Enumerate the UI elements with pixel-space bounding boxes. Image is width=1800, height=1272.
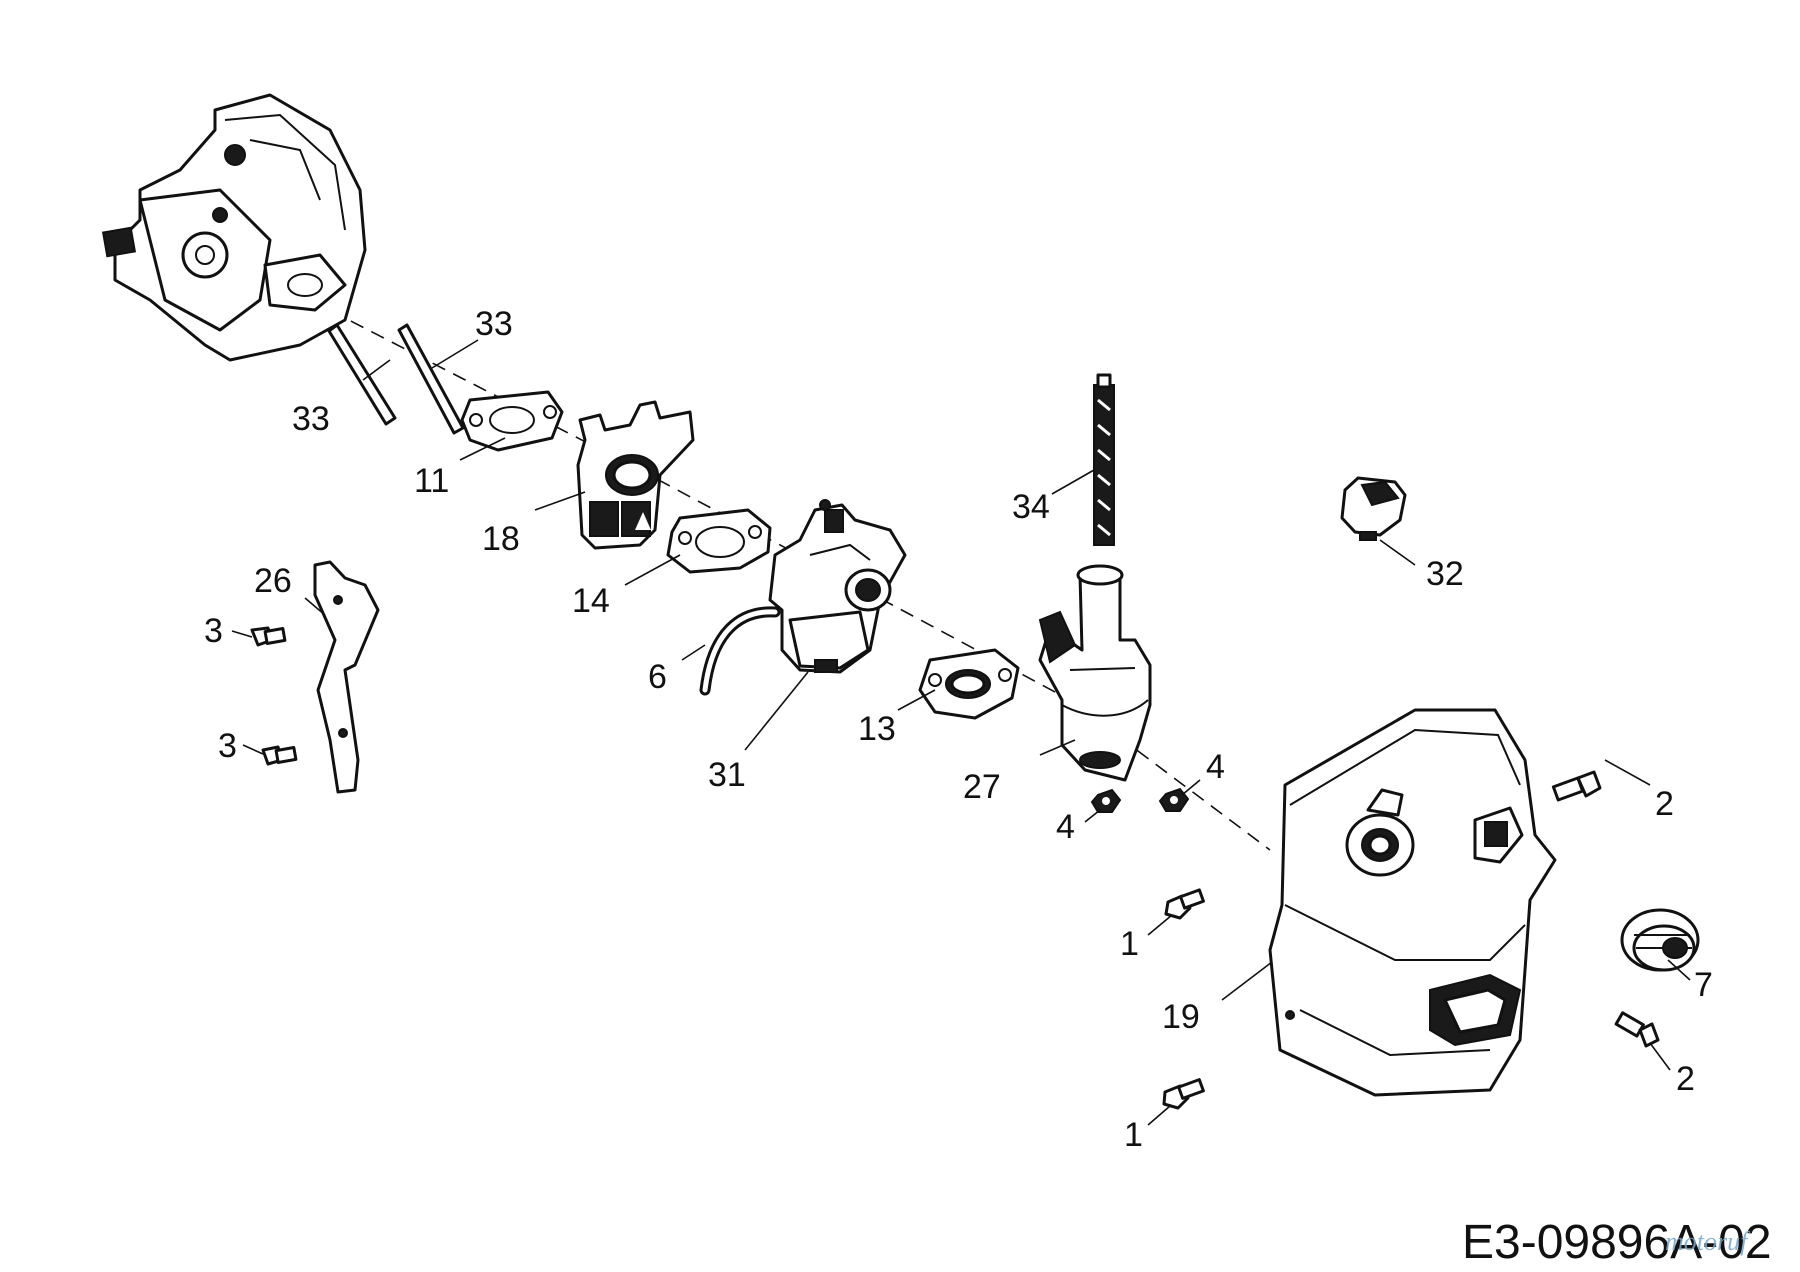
- cap-32-part[interactable]: [1340, 476, 1407, 541]
- label-27: 27: [963, 768, 1001, 806]
- leader-lines: [231, 339, 1691, 1126]
- assembly-axis: [309, 299, 1271, 851]
- label-34: 34: [1012, 488, 1050, 526]
- label-2-bottom: 2: [1676, 1060, 1695, 1098]
- label-13: 13: [858, 710, 896, 748]
- carburetor-31-part[interactable]: [768, 499, 907, 674]
- bolt-2-a-part[interactable]: [1551, 770, 1602, 802]
- label-11: 11: [414, 462, 449, 500]
- label-26: 26: [254, 562, 292, 600]
- bolt-3-a-part[interactable]: [250, 626, 287, 647]
- hose-6-part[interactable]: [699, 606, 781, 696]
- label-19: 19: [1162, 998, 1200, 1036]
- bolt-3-b-part[interactable]: [261, 745, 298, 766]
- label-32: 32: [1426, 555, 1464, 593]
- gasket-13-part[interactable]: [918, 648, 1020, 720]
- bolt-2-b-part[interactable]: [1614, 1011, 1660, 1048]
- label-1-bottom: 1: [1124, 1116, 1143, 1154]
- label-1-top: 1: [1120, 925, 1139, 963]
- filter-34-part[interactable]: [1093, 373, 1115, 546]
- gasket-11-part[interactable]: [460, 390, 564, 452]
- label-3-top: 3: [204, 612, 223, 650]
- part-labels: 33 33 11 18 14 26 3 3 6 31 13 27 34 32 4…: [204, 305, 1713, 1154]
- plug-7-part[interactable]: [1620, 908, 1700, 972]
- bolt-1-a-part[interactable]: [1164, 888, 1205, 920]
- heat-shield-18-part[interactable]: [576, 400, 695, 550]
- label-14: 14: [572, 582, 610, 620]
- pin-33-b-part[interactable]: [397, 323, 465, 435]
- bolt-1-b-part[interactable]: [1162, 1078, 1205, 1110]
- label-33-left: 33: [292, 400, 330, 438]
- cylinder-head-part[interactable]: [101, 93, 367, 362]
- label-33-top: 33: [475, 305, 513, 343]
- cover-19-part[interactable]: [1268, 708, 1557, 1097]
- label-6: 6: [648, 658, 667, 696]
- drawing-code: E3-09896A-02: [1462, 1216, 1772, 1269]
- fuel-tank-27-part[interactable]: [1038, 564, 1152, 782]
- nut-4-b-part[interactable]: [1158, 787, 1190, 812]
- bracket-26-part[interactable]: [313, 560, 380, 794]
- label-3-bottom: 3: [218, 727, 237, 765]
- label-2-top: 2: [1655, 785, 1674, 823]
- label-18: 18: [482, 520, 520, 558]
- label-4-right: 4: [1206, 748, 1225, 786]
- label-4-left: 4: [1056, 808, 1075, 846]
- nut-4-a-part[interactable]: [1090, 788, 1122, 813]
- gasket-14-part[interactable]: [666, 508, 772, 574]
- watermark-logo: motoruf: [1665, 1227, 1751, 1256]
- label-31: 31: [708, 756, 746, 794]
- pin-33-a-part[interactable]: [327, 323, 397, 426]
- label-7: 7: [1694, 966, 1713, 1004]
